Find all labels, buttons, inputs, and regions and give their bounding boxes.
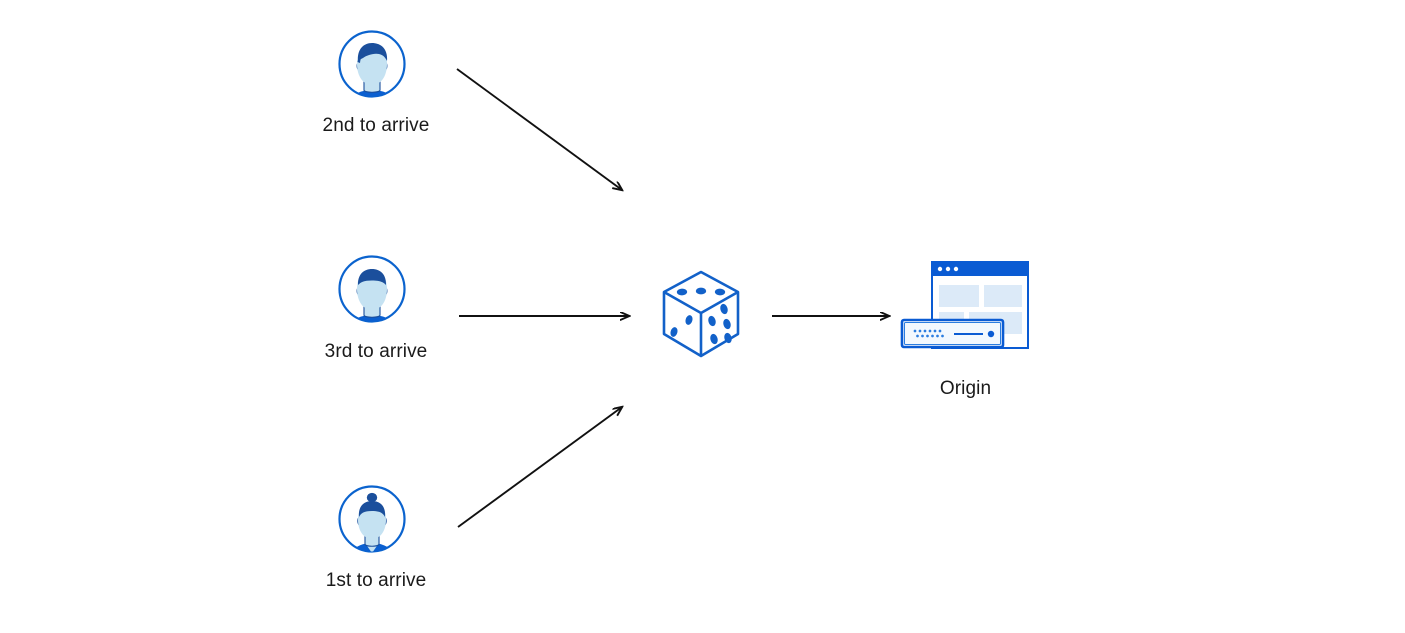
node-label-3rd: 3rd to arrive xyxy=(324,341,428,362)
arrow-1st-to-dice xyxy=(457,407,622,528)
server-device-icon xyxy=(900,318,1005,349)
origin-server-icon xyxy=(898,258,1033,358)
node-label-2nd: 2nd to arrive xyxy=(322,115,430,136)
user-avatar-icon-3rd xyxy=(336,253,408,325)
node-label-origin: Origin xyxy=(939,378,992,399)
arrow-2nd-to-dice xyxy=(456,68,622,190)
dice-icon xyxy=(658,268,744,360)
user-avatar-icon-1st xyxy=(336,483,408,555)
user-avatar-icon-2nd xyxy=(336,28,408,100)
node-label-1st: 1st to arrive xyxy=(325,570,427,591)
